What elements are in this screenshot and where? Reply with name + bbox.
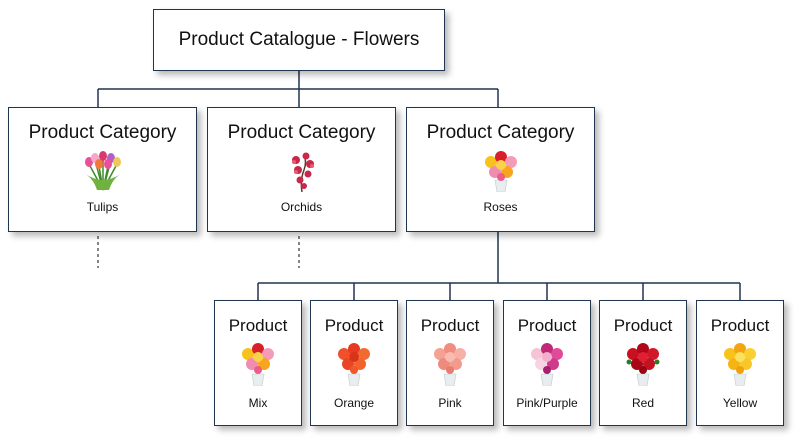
product-node-orange: Product Orange [310,300,398,426]
product-heading: Product [324,316,384,335]
orchid-branch-icon [274,150,330,192]
product-heading: Product [420,316,480,335]
product-node-pink: Product Pink [406,300,494,426]
product-heading: Product [613,316,673,335]
category-heading: Product Category [227,122,376,143]
category-node-roses: Product Category Roses [406,107,595,232]
category-name: Roses [483,200,518,214]
product-name: Yellow [722,396,758,410]
pink-rose-bouquet-icon [426,342,474,386]
red-rose-bouquet-icon [619,342,667,386]
category-node-tulips: Product Category Tulips [8,107,197,232]
root-title: Product Catalogue - Flowers [178,29,420,50]
product-name: Pink/Purple [516,396,578,410]
pink-purple-rose-bouquet-icon [523,342,571,386]
category-heading: Product Category [28,122,177,143]
product-name: Pink [438,396,462,410]
product-node-pink-purple: Product Pink/Purple [503,300,591,426]
category-name: Tulips [86,200,119,214]
product-node-yellow: Product Yellow [696,300,784,426]
product-name: Mix [248,396,268,410]
product-heading: Product [228,316,288,335]
product-heading: Product [517,316,577,335]
category-heading: Product Category [426,122,575,143]
product-name: Red [631,396,654,410]
product-heading: Product [710,316,770,335]
root-node: Product Catalogue - Flowers [153,9,445,71]
product-node-red: Product Red [599,300,687,426]
orange-rose-bouquet-icon [330,342,378,386]
tulip-bouquet-icon [75,150,131,192]
yellow-rose-bouquet-icon [716,342,764,386]
product-node-mix: Product Mix [214,300,302,426]
category-node-orchids: Product Category Orchids [207,107,396,232]
product-name: Orange [333,396,375,410]
rose-bouquet-icon [473,150,529,192]
mixed-rose-bouquet-icon [234,342,282,386]
category-name: Orchids [280,200,323,214]
